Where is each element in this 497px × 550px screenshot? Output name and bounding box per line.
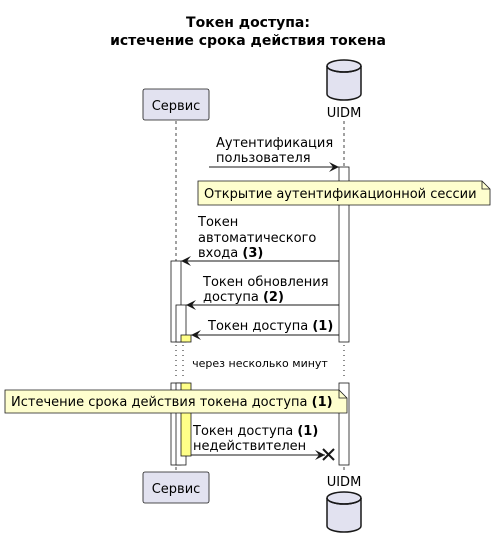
- message-authentication-line2: пользователя: [216, 151, 311, 166]
- participant-uidm-bottom: UIDM: [326, 475, 362, 533]
- message-authentication-line1: Аутентификация: [216, 136, 333, 151]
- diagram-title-line1: Токен доступа:: [186, 15, 310, 31]
- delay-marker: [175, 345, 345, 380]
- message-authentication: Аутентификация пользователя: [209, 136, 339, 172]
- participant-service-bottom-label: Сервис: [152, 482, 201, 497]
- message-invalid-line1-text: Токен доступа: [192, 424, 293, 439]
- note-expiry: Истечение срока действия токена доступа …: [4, 389, 348, 414]
- message-access-token: Токен доступа (1): [191, 319, 339, 340]
- participant-uidm-bottom-label: UIDM: [327, 475, 362, 490]
- activation-uidm: [338, 166, 350, 466]
- message-auto-login-token: Токен автоматического входа (3): [181, 215, 339, 266]
- diagram-title-line2: истечение срока действия токена: [110, 33, 386, 49]
- participant-uidm-top-label: UIDM: [327, 106, 362, 121]
- message-refresh-tag: (2): [263, 290, 284, 305]
- lost-message-cross-icon: [322, 448, 335, 461]
- message-refresh-line2: доступа (2): [203, 290, 284, 305]
- message-access-token-invalid: Токен доступа (1) недействителен: [191, 424, 335, 461]
- message-invalid-tag: (1): [297, 424, 318, 439]
- note-session: Открытие аутентификационной сессии: [197, 180, 491, 206]
- note-expiry-text-main: Истечение срока действия токена доступа: [11, 395, 308, 410]
- message-auto-login-line1: Токен: [197, 215, 238, 230]
- note-expiry-text: Истечение срока действия токена доступа …: [11, 395, 333, 410]
- message-access-token-tag: (1): [312, 319, 333, 334]
- message-refresh-token: Токен обновления доступа (2): [186, 275, 339, 310]
- participant-service-top-label: Сервис: [152, 99, 201, 114]
- message-refresh-line2-text: доступа: [203, 290, 259, 305]
- note-expiry-tag: (1): [312, 395, 333, 410]
- note-session-text: Открытие аутентификационной сессии: [204, 187, 477, 202]
- message-access-token-text: Токен доступа: [207, 319, 308, 334]
- message-access-token-label: Токен доступа (1): [207, 319, 333, 334]
- message-invalid-line1: Токен доступа (1): [192, 424, 318, 439]
- message-auto-login-line3-text: входа: [198, 246, 238, 261]
- message-auto-login-line2: автоматического: [198, 231, 316, 246]
- message-refresh-line1: Токен обновления: [202, 275, 329, 290]
- message-auto-login-line3: входа (3): [198, 246, 263, 261]
- message-auto-login-tag: (3): [242, 246, 263, 261]
- participant-uidm-top: UIDM: [326, 59, 362, 121]
- participant-service-bottom: Сервис: [142, 471, 210, 504]
- participant-service-top: Сервис: [142, 88, 210, 121]
- delay-label: через несколько минут: [192, 357, 328, 370]
- message-invalid-line2: недействителен: [193, 439, 306, 454]
